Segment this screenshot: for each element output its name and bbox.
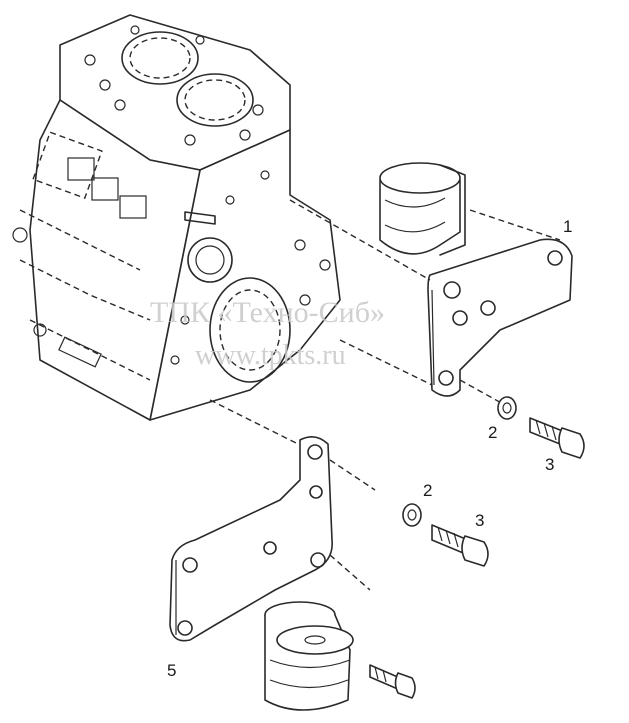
lower-mount-cushion [264,601,354,711]
watermark-line1: ТПК «Техно-Сиб» [150,296,385,329]
callout-3-upper: 3 [545,455,554,474]
bracket-5 [169,436,333,642]
leader-line [339,339,433,386]
callout-1: 1 [563,217,572,236]
bolt-lower-small [369,664,416,699]
bracket-1 [427,238,573,397]
callout-2-lower: 2 [423,481,432,500]
leader-line [329,459,376,491]
callout-3-lower: 3 [475,511,484,530]
bolt-3-lower [431,524,489,567]
washer-2-lower [402,503,422,527]
watermark-line2: www.tpkts.ru [195,340,346,371]
leader-line [209,399,301,446]
leader-line [469,209,561,241]
callout-5: 5 [167,661,176,680]
bolt-3-upper [529,417,585,459]
engine-block [12,14,341,421]
leader-line [459,379,506,406]
callout-2-upper: 2 [488,423,497,442]
upper-mount-cushion [379,162,466,256]
washer-2-upper [497,396,517,420]
leader-line [329,554,371,591]
leader-line [289,199,431,281]
